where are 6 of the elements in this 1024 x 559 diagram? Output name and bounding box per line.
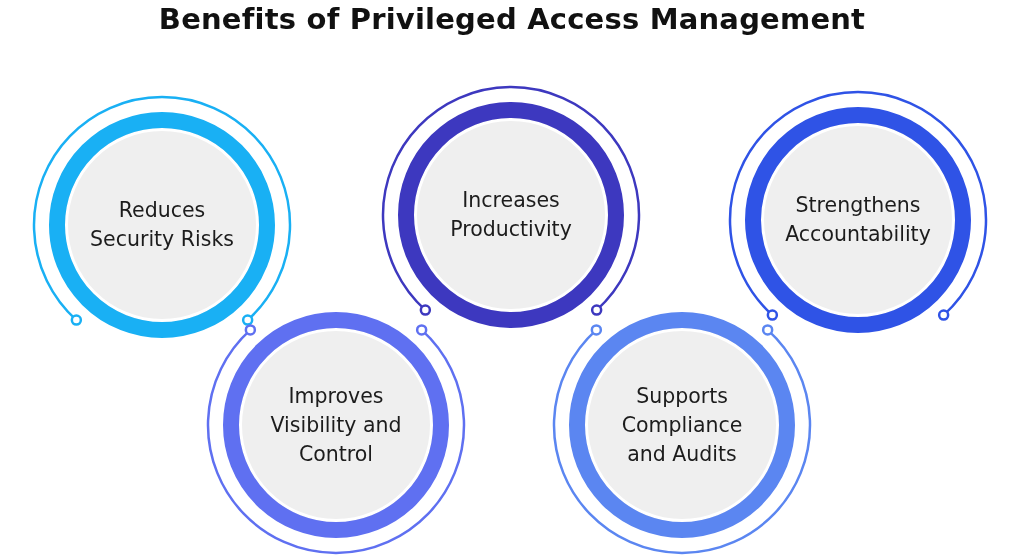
- benefit-label: Improves Visibility and Control: [269, 382, 403, 468]
- benefit-label: Increases Productivity: [449, 187, 573, 243]
- benefit-label: Reduces Security Risks: [89, 197, 235, 253]
- benefit-label: Strengthens Accountability: [784, 192, 932, 248]
- benefit-label: Supports Compliance and Audits: [620, 382, 744, 468]
- title: Benefits of Privileged Access Management: [157, 2, 867, 36]
